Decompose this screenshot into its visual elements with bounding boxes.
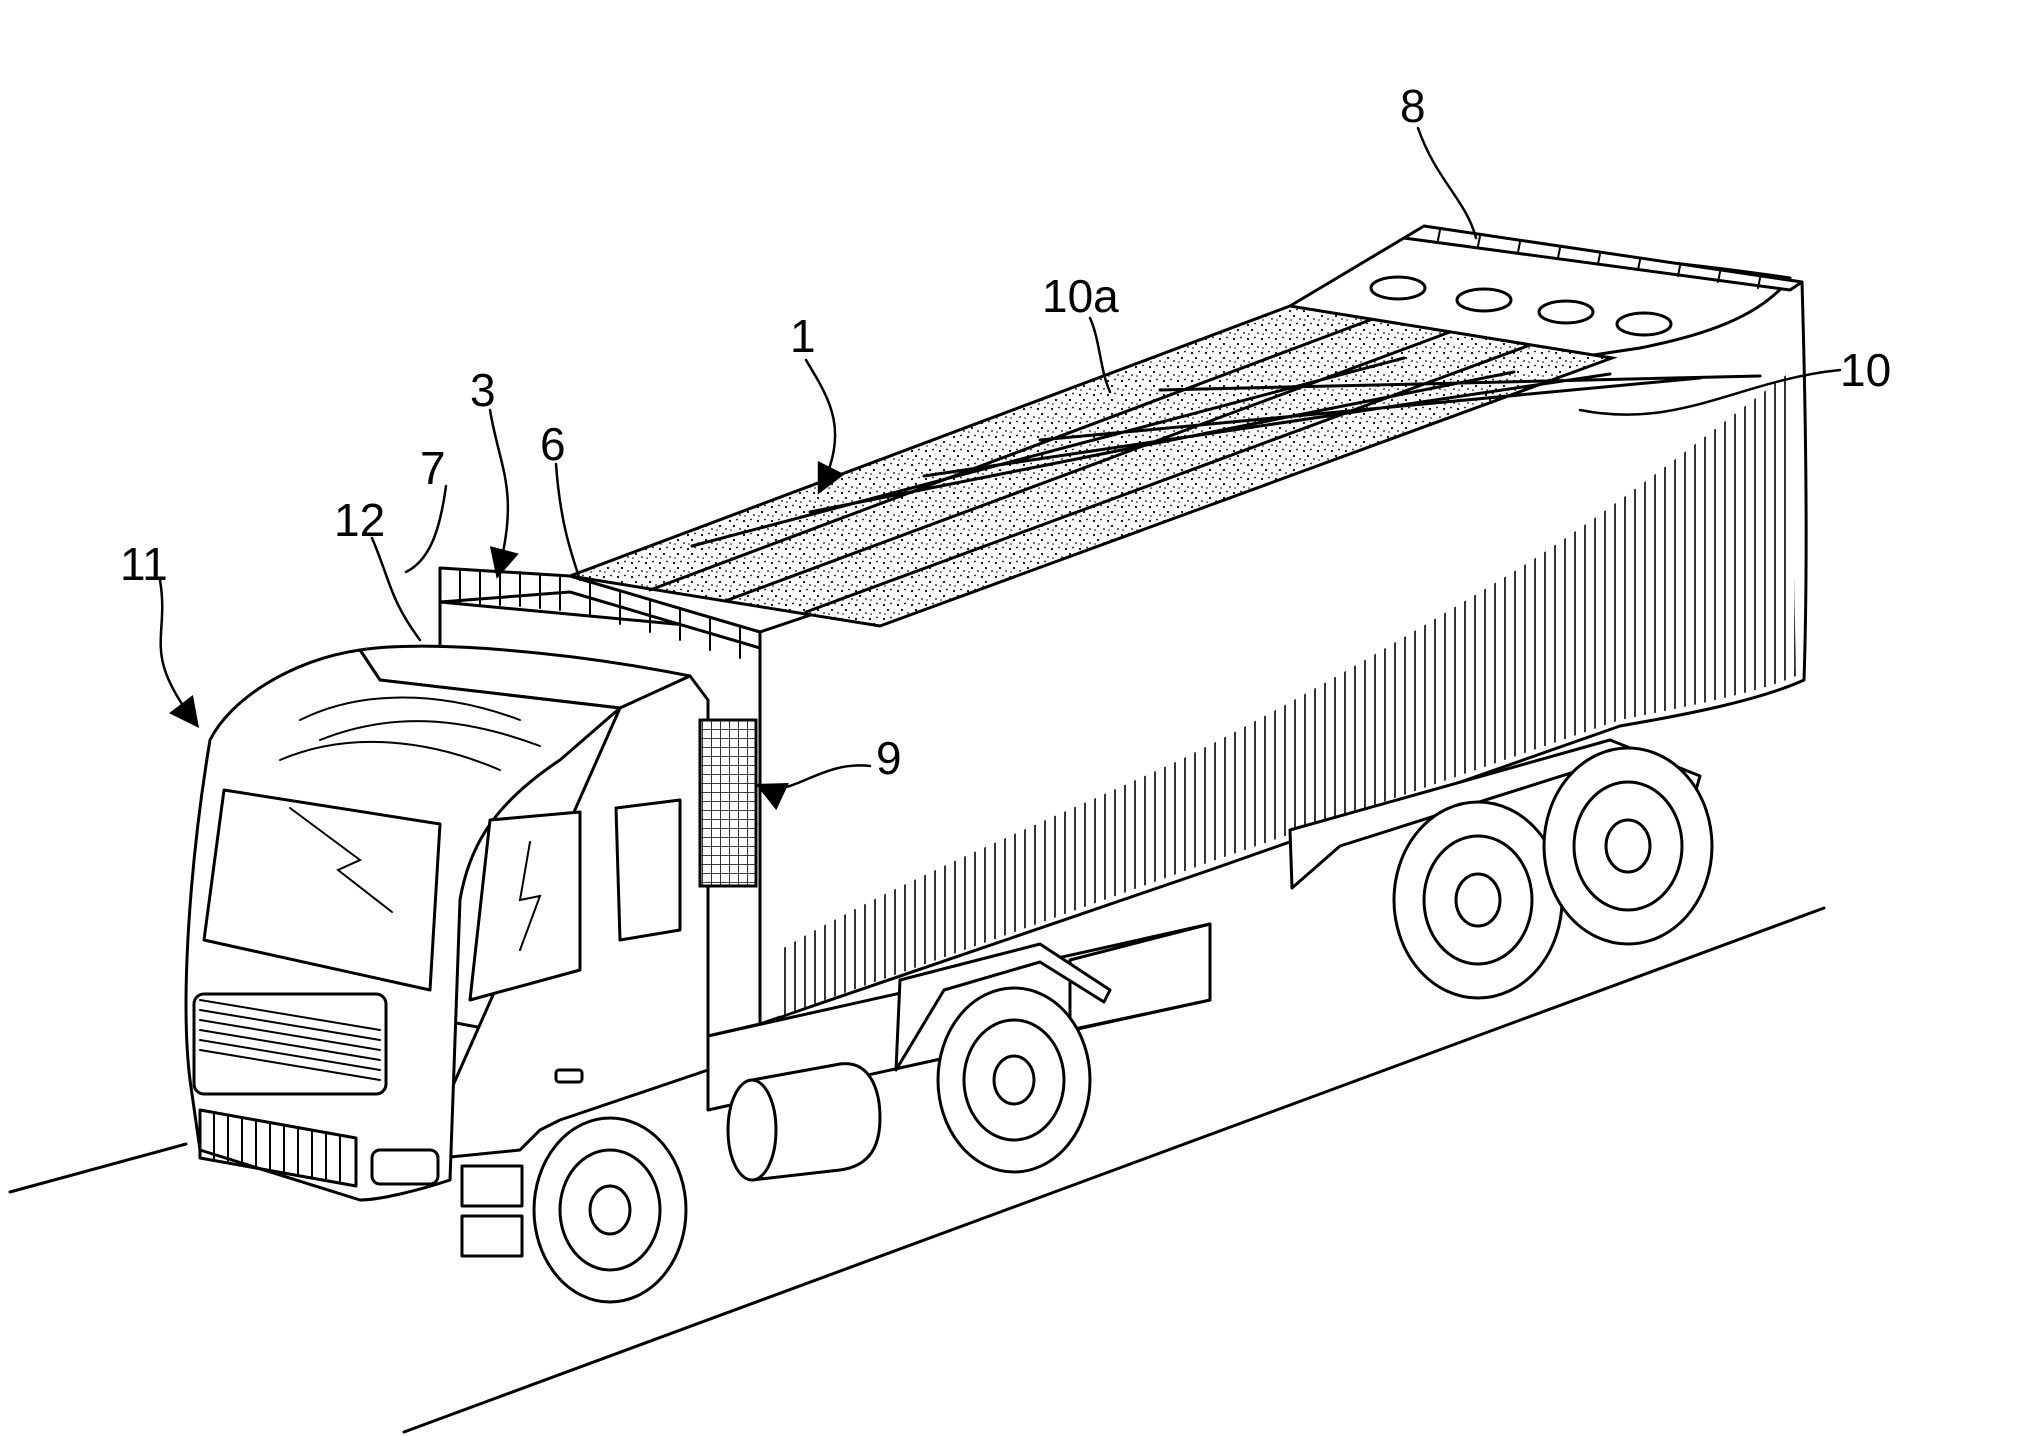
side-window bbox=[470, 812, 580, 1000]
label-9: 9 bbox=[876, 732, 902, 784]
door-handle bbox=[556, 1070, 582, 1082]
road-edge-far bbox=[10, 1144, 186, 1192]
label-11: 11 bbox=[120, 538, 168, 590]
leader-3 bbox=[490, 410, 508, 574]
leader-6 bbox=[556, 464, 580, 580]
wheel-rear-1 bbox=[1394, 802, 1562, 998]
label-10a: 10a bbox=[1042, 270, 1119, 322]
rear-cab-window bbox=[616, 800, 680, 940]
wheel-rear-2 bbox=[1544, 748, 1712, 944]
leader-8 bbox=[1418, 128, 1476, 238]
fuel-tank-cap bbox=[728, 1080, 776, 1180]
fog-light-upper bbox=[462, 1166, 522, 1206]
leader-7 bbox=[406, 486, 446, 572]
roof-vent bbox=[1617, 313, 1671, 335]
leader-11 bbox=[160, 580, 196, 724]
label-7: 7 bbox=[420, 442, 446, 494]
roof-vent bbox=[1371, 277, 1425, 299]
leader-1 bbox=[806, 360, 835, 490]
label-6: 6 bbox=[540, 418, 566, 470]
side-grille-mesh bbox=[700, 720, 756, 886]
roof-vent bbox=[1539, 301, 1593, 323]
label-10: 10 bbox=[1840, 344, 1891, 396]
fog-light-lower bbox=[462, 1216, 522, 1256]
leader-12 bbox=[372, 538, 420, 640]
label-3: 3 bbox=[470, 364, 496, 416]
roof-vent bbox=[1457, 289, 1511, 311]
wheel-front bbox=[534, 1118, 686, 1302]
label-12: 12 bbox=[334, 494, 385, 546]
label-1: 1 bbox=[790, 310, 816, 362]
headlight bbox=[372, 1150, 438, 1184]
wheel-mid bbox=[938, 988, 1090, 1172]
label-8: 8 bbox=[1400, 80, 1426, 132]
